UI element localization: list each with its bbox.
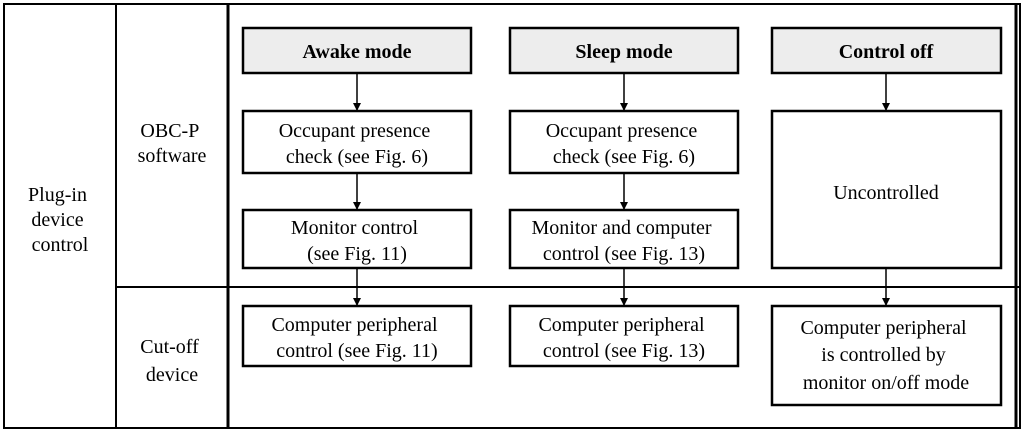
awake-peripheral-control-text: Computer peripheral control (see Fig. 11… bbox=[271, 314, 442, 362]
sleep-mode-header-box bbox=[508, 26, 740, 75]
control-off-peripheral-box bbox=[770, 304, 1003, 407]
sleep-presence-check-text: Occupant presence check (see Fig. 6) bbox=[546, 120, 703, 168]
awake-presence-check-box bbox=[241, 109, 473, 175]
sleep-mode-header: Sleep mode bbox=[575, 41, 672, 63]
control-off-header: Control off bbox=[839, 41, 934, 63]
awake-mode-header-box bbox=[241, 26, 473, 75]
sleep-peripheral-control-text: Computer peripheral control (see Fig. 13… bbox=[538, 314, 709, 362]
cut-off-device-label: Cut-off device bbox=[140, 336, 204, 386]
awake-presence-check-text: Occupant presence check (see Fig. 6) bbox=[279, 120, 436, 168]
sleep-monitor-computer-control-box bbox=[508, 208, 740, 270]
awake-monitor-control-box bbox=[241, 208, 473, 270]
plug-in-device-control-label: Plug-in device control bbox=[28, 184, 92, 256]
uncontrolled-text: Uncontrolled bbox=[833, 182, 939, 204]
sleep-peripheral-control-box bbox=[508, 304, 740, 368]
sleep-monitor-computer-control-text: Monitor and computer control (see Fig. 1… bbox=[532, 217, 717, 265]
awake-monitor-control-text: Monitor control (see Fig. 11) bbox=[291, 217, 423, 265]
uncontrolled-box bbox=[770, 109, 1003, 270]
awake-mode-header: Awake mode bbox=[302, 41, 411, 63]
control-off-peripheral-text: Computer peripheral is controlled by mon… bbox=[800, 317, 971, 394]
awake-peripheral-control-box bbox=[241, 304, 473, 368]
obc-p-software-label: OBC-P software bbox=[138, 120, 207, 167]
outer-frame bbox=[3, 3, 1021, 429]
